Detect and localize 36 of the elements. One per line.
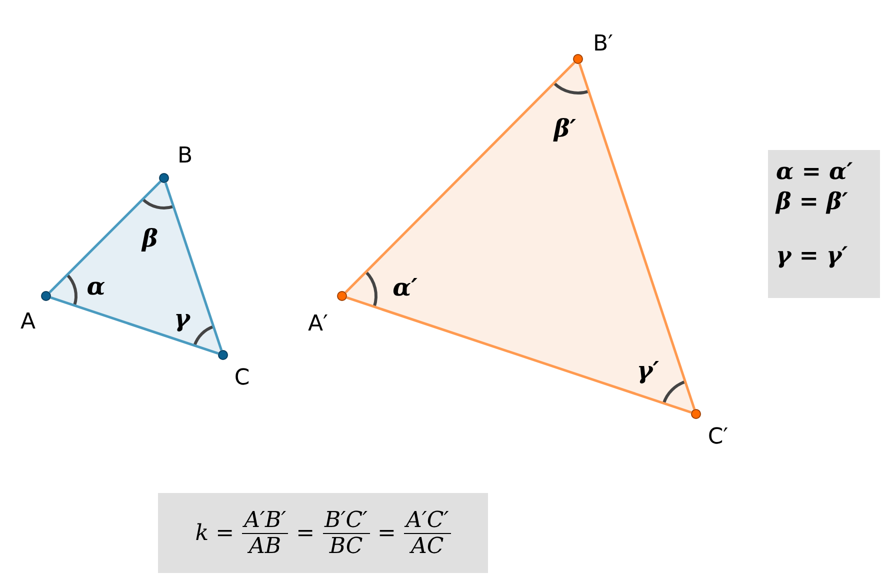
vertex-point (691, 409, 701, 419)
vertex-label: A′ (308, 312, 328, 336)
vertex-label: C (234, 366, 250, 390)
numerator: A′C′ (404, 508, 450, 532)
equation: β = β′ (776, 188, 848, 215)
triangle-side (164, 182, 223, 351)
angle-label: β′ (554, 114, 576, 142)
vertex-label: A (20, 310, 36, 334)
denominator: BC (328, 534, 364, 558)
formula-text: = (296, 520, 315, 546)
triangle-side (346, 296, 692, 414)
vertex-point (159, 173, 169, 183)
angle-label: γ′ (636, 356, 660, 384)
vertex-label: C′ (708, 424, 728, 450)
vertex-label: B (177, 144, 193, 168)
denominator: AB (247, 534, 282, 558)
triangle-side (578, 63, 696, 410)
vertex-label: B′ (592, 32, 614, 56)
numerator: B′C′ (323, 508, 369, 532)
formula-text: k = (195, 520, 234, 546)
vertex-point (41, 291, 51, 301)
vertex-point (573, 54, 583, 64)
triangle-side (344, 62, 576, 294)
numerator: A′B′ (242, 508, 288, 532)
formula-text: = (378, 520, 396, 546)
angle-label: α (86, 272, 106, 300)
angle-label: α′ (392, 272, 418, 302)
equation: γ = γ′ (776, 242, 848, 269)
vertex-point (218, 350, 228, 360)
vertex-point (337, 291, 347, 301)
denominator: AC (408, 534, 445, 558)
angle-label: γ (174, 304, 190, 332)
angle-label: β (142, 224, 158, 252)
equation: α = α′ (776, 158, 853, 185)
triangle-side (50, 296, 219, 355)
triangle-side (48, 180, 162, 294)
